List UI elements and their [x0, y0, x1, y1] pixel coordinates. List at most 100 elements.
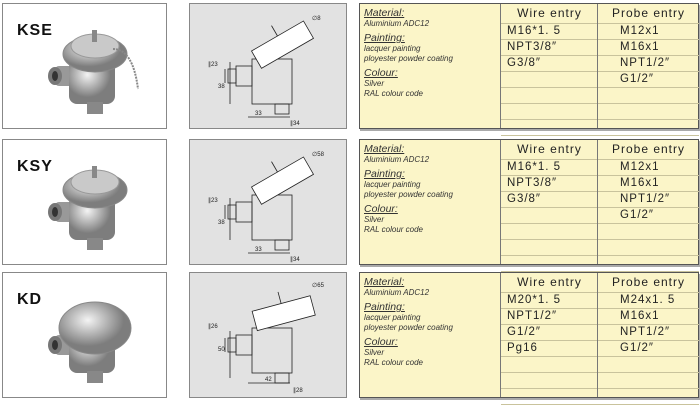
- painting-value: ployester powder coating: [364, 190, 453, 199]
- width-label: 33: [255, 111, 262, 117]
- wire-entry-cell: G3/8″: [501, 56, 598, 72]
- colour-label: Colour:: [364, 67, 398, 79]
- wire-entry-header: Wire entry: [501, 140, 598, 160]
- material-label: Material:: [364, 143, 405, 155]
- junction-box-image: [48, 166, 128, 250]
- spec-details: Material: Aluminium ADC12 Painting: lacq…: [364, 276, 500, 368]
- width-label: 42: [265, 377, 272, 383]
- product-photo: KSY: [2, 139, 167, 265]
- material-label: Material:: [364, 7, 405, 19]
- wire-entry-cell: [501, 389, 598, 405]
- stem-diameter-label: ∥34: [290, 256, 300, 263]
- wire-entry-cell: [501, 120, 598, 136]
- probe-entry-cell: M24x1. 5: [598, 293, 699, 309]
- spec-table: Material: Aluminium ADC12 Painting: lacq…: [359, 3, 699, 136]
- product-code: KD: [17, 291, 43, 308]
- painting-value: lacquer painting: [364, 313, 421, 322]
- dimension-drawing: ∅8 ∥23 38 33 ∥34: [189, 3, 347, 129]
- wire-entry-header: Wire entry: [501, 4, 598, 24]
- probe-entry-cell: [598, 373, 699, 389]
- probe-entry-cell: G1/2″: [598, 341, 699, 357]
- wire-entry-cell: NPT3/8″: [501, 176, 598, 192]
- probe-entry-cell: [598, 120, 699, 136]
- dimension-drawing: ∅58 ∥23 38 33 ∥34: [189, 139, 347, 265]
- probe-entry-cell: [598, 256, 699, 272]
- height-label: 38: [218, 220, 225, 226]
- wire-entry-cell: NPT1/2″: [501, 309, 598, 325]
- colour-value: Silver: [364, 215, 385, 224]
- wire-entry-cell: [501, 357, 598, 373]
- material-value: Aluminium ADC12: [364, 288, 430, 297]
- colour-value: RAL colour code: [364, 358, 423, 367]
- head-diameter-label: ∅58: [312, 151, 325, 158]
- painting-label: Painting:: [364, 168, 405, 180]
- product-photo: KSE: [2, 3, 167, 129]
- entry-diameter-label: ∥23: [208, 61, 218, 68]
- colour-value: RAL colour code: [364, 89, 423, 98]
- wire-entry-cell: M16*1. 5: [501, 24, 598, 40]
- probe-entry-cell: [598, 240, 699, 256]
- probe-entry-cell: G1/2″: [598, 208, 699, 224]
- product-row: KSE ∅: [0, 3, 700, 136]
- wire-entry-cell: Pg16: [501, 341, 598, 357]
- wire-entry-cell: [501, 88, 598, 104]
- painting-label: Painting:: [364, 301, 405, 313]
- probe-entry-cell: [598, 224, 699, 240]
- entry-diameter-label: ∥23: [208, 197, 218, 204]
- wire-entry-cell: [501, 208, 598, 224]
- colour-value: RAL colour code: [364, 225, 423, 234]
- probe-entry-cell: G1/2″: [598, 72, 699, 88]
- stem-diameter-label: ∥28: [293, 387, 303, 394]
- head-diameter-label: ∅8: [312, 15, 321, 22]
- wire-entry-cell: NPT3/8″: [501, 40, 598, 56]
- entry-diameter-label: ∥26: [208, 323, 218, 330]
- spec-details: Material: Aluminium ADC12 Painting: lacq…: [364, 7, 500, 99]
- wire-entry-cell: [501, 104, 598, 120]
- painting-value: lacquer painting: [364, 44, 421, 53]
- stem-diameter-label: ∥34: [290, 120, 300, 127]
- colour-label: Colour:: [364, 203, 398, 215]
- probe-entry-cell: [598, 357, 699, 373]
- height-label: 38: [218, 84, 225, 90]
- probe-entry-cell: [598, 389, 699, 405]
- probe-entry-cell: M16x1: [598, 40, 699, 56]
- wire-entry-cell: M16*1. 5: [501, 160, 598, 176]
- colour-label: Colour:: [364, 336, 398, 348]
- colour-value: Silver: [364, 348, 385, 357]
- painting-label: Painting:: [364, 32, 405, 44]
- probe-entry-cell: M12x1: [598, 24, 699, 40]
- product-row: KD ∅6: [0, 272, 700, 405]
- painting-value: ployester powder coating: [364, 54, 453, 63]
- head-diameter-label: ∅65: [312, 282, 325, 289]
- probe-entry-cell: [598, 104, 699, 120]
- probe-entry-cell: M16x1: [598, 309, 699, 325]
- material-value: Aluminium ADC12: [364, 155, 430, 164]
- product-row: KSY ∅: [0, 139, 700, 272]
- product-code: KSE: [17, 22, 53, 39]
- spec-table: Material: Aluminium ADC12 Painting: lacq…: [359, 139, 699, 272]
- wire-entry-cell: [501, 256, 598, 272]
- probe-entry-cell: NPT1/2″: [598, 192, 699, 208]
- painting-value: ployester powder coating: [364, 323, 453, 332]
- wire-entry-cell: [501, 72, 598, 88]
- probe-entry-header: Probe entry: [598, 273, 699, 293]
- probe-entry-cell: NPT1/2″: [598, 325, 699, 341]
- spec-table: Material: Aluminium ADC12 Painting: lacq…: [359, 272, 699, 405]
- wire-entry-header: Wire entry: [501, 273, 598, 293]
- width-label: 33: [255, 247, 262, 253]
- probe-entry-cell: NPT1/2″: [598, 56, 699, 72]
- product-photo: KD: [2, 272, 167, 398]
- dimension-drawing: ∅65 ∥26 50 42 ∥28: [189, 272, 347, 398]
- spec-details: Material: Aluminium ADC12 Painting: lacq…: [364, 143, 500, 235]
- probe-entry-header: Probe entry: [598, 4, 699, 24]
- wire-entry-cell: G3/8″: [501, 192, 598, 208]
- colour-value: Silver: [364, 79, 385, 88]
- painting-value: lacquer painting: [364, 180, 421, 189]
- wire-entry-cell: M20*1. 5: [501, 293, 598, 309]
- product-code: KSY: [17, 158, 53, 175]
